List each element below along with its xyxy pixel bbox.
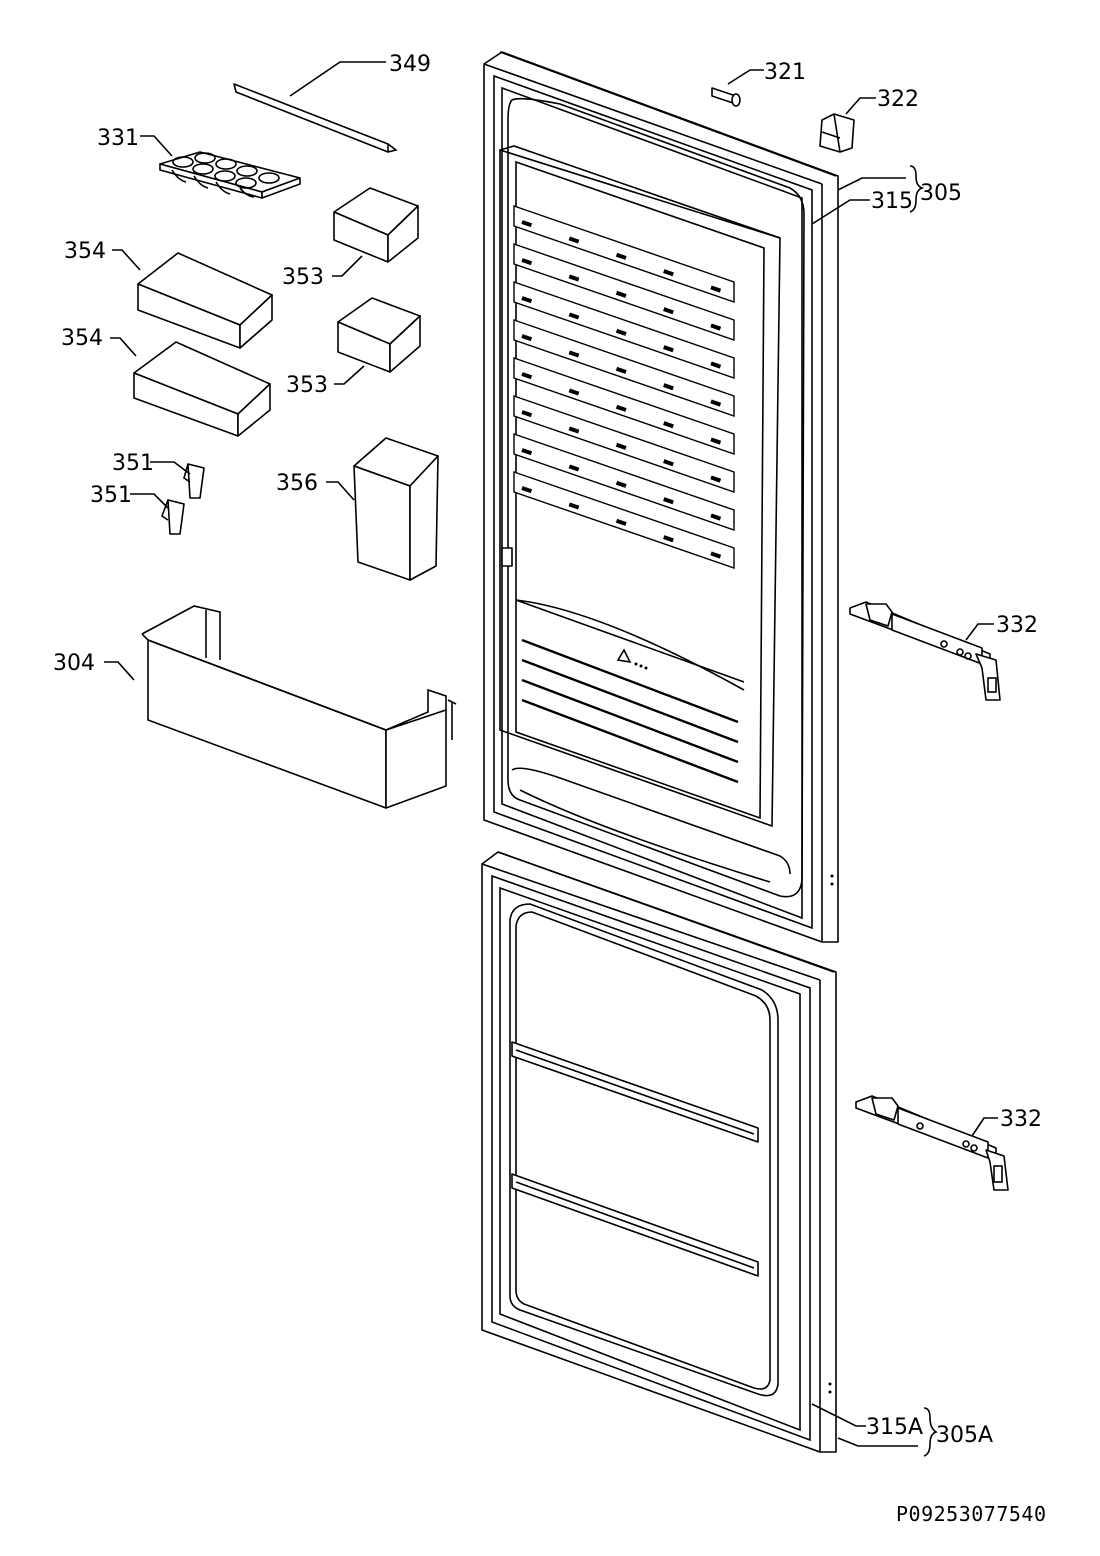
part-356-bottle-holder (353, 437, 439, 581)
callout-353-lower: 353 (286, 373, 328, 398)
callout-331: 331 (97, 126, 139, 151)
callout-315: 315 (871, 189, 913, 214)
part-331-egg-tray (159, 151, 301, 199)
callout-353-upper: 353 (282, 265, 324, 290)
part-351-clip-lower (161, 499, 185, 535)
part-322-hinge-cover (819, 113, 855, 153)
callout-305A: 305A (936, 1423, 993, 1448)
leader-lines (104, 61, 998, 1457)
part-354-large-box-lower (133, 341, 271, 437)
part-332-hinge-lower (855, 1095, 1009, 1191)
callout-356: 356 (276, 471, 318, 496)
lower-door-assembly (481, 851, 837, 1453)
upper-door-assembly (483, 51, 839, 943)
callout-351-lower: 351 (90, 483, 132, 508)
part-353-small-box-lower (337, 297, 421, 373)
part-321-hinge-pin (711, 87, 741, 107)
callout-322: 322 (877, 87, 919, 112)
callout-332-lower: 332 (1000, 1107, 1042, 1132)
callout-332-upper: 332 (996, 613, 1038, 638)
callout-321: 321 (764, 60, 806, 85)
callout-354-lower: 354 (61, 326, 103, 351)
part-349-trim-strip (233, 83, 398, 153)
part-351-clip-upper (183, 463, 205, 499)
callout-351-upper: 351 (112, 451, 154, 476)
document-reference-number: P09253077540 (896, 1502, 1047, 1526)
callout-354-upper: 354 (64, 239, 106, 264)
part-332-hinge-upper (849, 601, 1001, 701)
part-353-small-box-upper (333, 187, 419, 263)
callout-305: 305 (920, 181, 962, 206)
part-354-large-box-upper (137, 252, 273, 349)
upper-door-shelf-slots (513, 205, 735, 569)
callout-349: 349 (389, 52, 431, 77)
part-304-door-balcony (141, 605, 457, 809)
upper-door-grill (521, 638, 739, 784)
lower-door-dividers (511, 1041, 759, 1277)
callout-315A: 315A (866, 1415, 923, 1440)
callout-304: 304 (53, 651, 95, 676)
callout-labels: 349 331 354 354 353 353 351 351 356 304 … (53, 52, 1042, 1448)
